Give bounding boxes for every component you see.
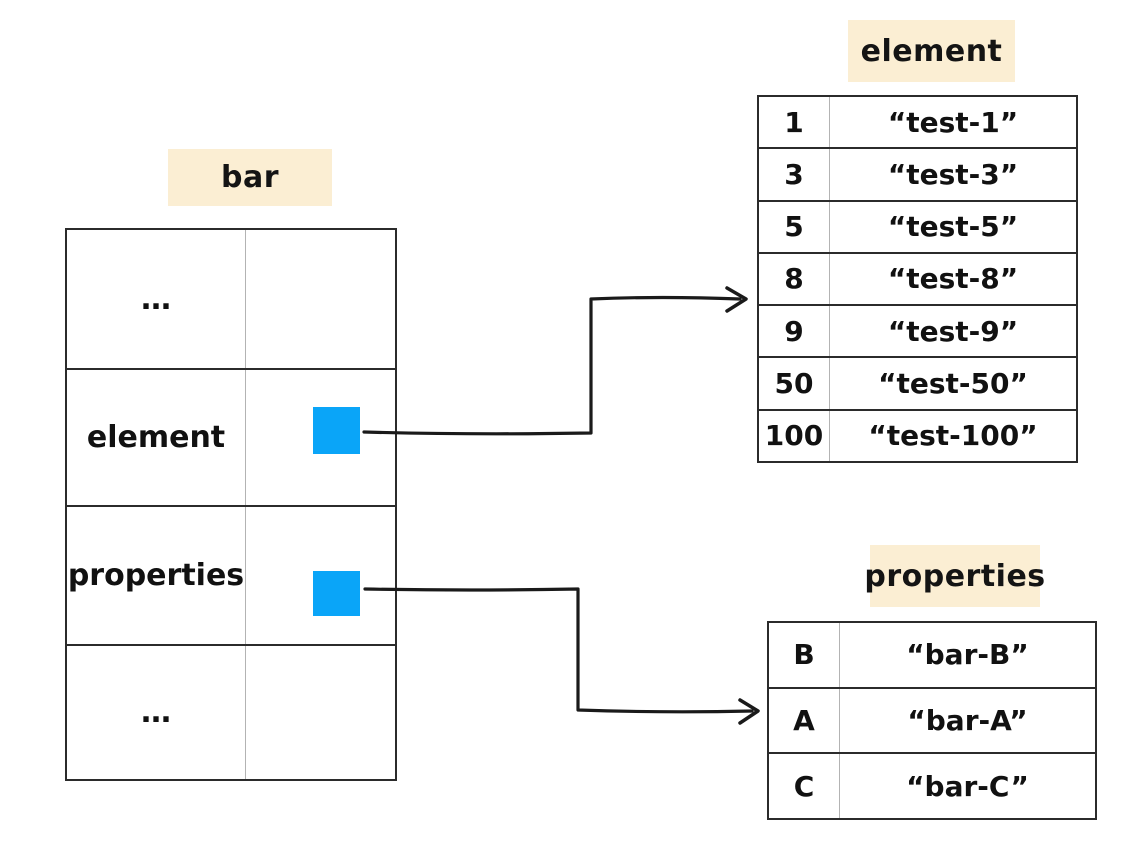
row-key: 50 <box>759 358 830 409</box>
row-value: “test-3” <box>887 157 1019 191</box>
row-value: “test-9” <box>887 314 1019 348</box>
properties-pointer-square <box>313 571 360 616</box>
row-value: “test-50” <box>878 367 1028 401</box>
row-value: “bar-C” <box>906 769 1029 803</box>
bar-struct-key: … <box>67 646 246 779</box>
table-row: C “bar-C” <box>769 754 1095 819</box>
row-key: 100 <box>759 410 830 461</box>
row-value: “test-1” <box>887 105 1019 139</box>
bar-struct-key: element <box>67 370 246 505</box>
row-key: 8 <box>759 253 830 305</box>
table-row: 1 “test-1” <box>759 97 1076 150</box>
table-row: A “bar-A” <box>769 688 1095 755</box>
row-value: “test-5” <box>887 210 1019 244</box>
table-row: 8 “test-8” <box>759 253 1076 307</box>
element-pointer-square <box>313 407 360 454</box>
properties-map-table: B “bar-B” A “bar-A” C “bar-C” <box>767 621 1097 820</box>
row-value: “test-100” <box>868 419 1038 453</box>
row-key: 9 <box>759 306 830 357</box>
element-table-label: element <box>848 20 1015 82</box>
row-key: 3 <box>759 149 830 200</box>
table-row: B “bar-B” <box>769 623 1095 689</box>
row-value: “bar-A” <box>907 704 1028 737</box>
row-key: 1 <box>759 97 830 148</box>
row-key: C <box>769 754 840 819</box>
table-row: 9 “test-9” <box>759 306 1076 359</box>
element-pointer-arrow <box>362 286 748 436</box>
table-row: 50 “test-50” <box>759 358 1076 411</box>
properties-pointer-arrow <box>363 587 760 725</box>
bar-struct-row-element: element <box>67 370 395 507</box>
bar-label: bar <box>168 149 332 206</box>
bar-struct-value-cell <box>246 646 395 779</box>
bar-struct-table: … element properties … <box>65 228 397 781</box>
bar-struct-row-ellipsis-top: … <box>67 230 395 370</box>
row-key: A <box>769 688 840 753</box>
row-key: B <box>769 623 840 687</box>
row-key: 5 <box>759 201 830 252</box>
row-value: “test-8” <box>887 262 1019 296</box>
bar-struct-row-ellipsis-bottom: … <box>67 646 395 779</box>
element-map-table: 1 “test-1” 3 “test-3” 5 “test-5” 8 “test… <box>757 95 1078 463</box>
bar-struct-value-cell <box>246 230 395 368</box>
row-value: “bar-B” <box>906 638 1029 672</box>
table-row: 100 “test-100” <box>759 410 1076 461</box>
table-row: 5 “test-5” <box>759 201 1076 254</box>
table-row: 3 “test-3” <box>759 149 1076 202</box>
bar-struct-row-properties: properties <box>67 507 395 646</box>
bar-struct-key: properties <box>67 507 246 644</box>
bar-struct-key: … <box>67 230 246 368</box>
properties-table-label: properties <box>864 545 1045 607</box>
